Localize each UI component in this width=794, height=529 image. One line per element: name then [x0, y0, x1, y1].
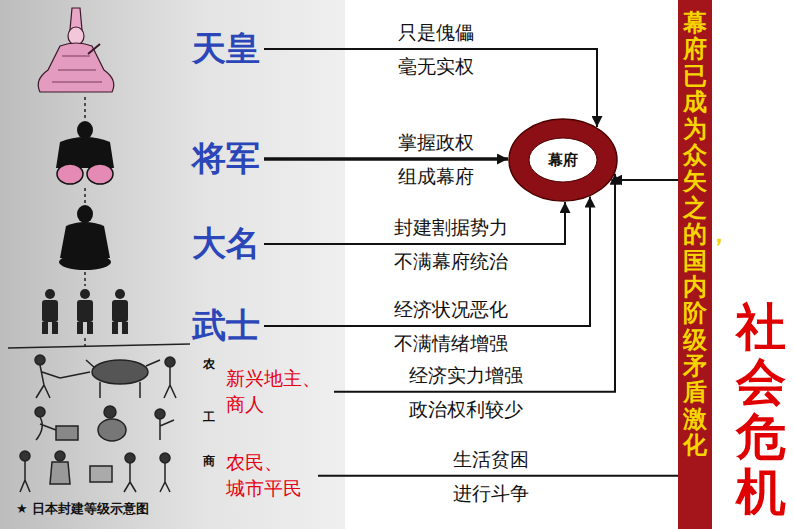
emperor-figure: [38, 8, 114, 92]
node-text: 幕府: [548, 151, 578, 170]
ellipse-ring: [509, 119, 617, 201]
edge-label: 经济实力增强 政治权利较少: [409, 358, 531, 426]
class-label: 大名: [192, 221, 260, 267]
connector-arrow: [264, 157, 508, 161]
node-text: 新兴地主、商人: [226, 366, 330, 417]
class-label: 新兴地主、商人: [226, 366, 330, 417]
node-text: 天皇: [192, 26, 260, 72]
class-label: 将军: [192, 136, 260, 182]
connector-arrow: [611, 179, 678, 181]
daimyo-figure: [59, 205, 111, 270]
edge-label: 经济状况恶化 不满情绪增强: [394, 292, 516, 360]
edge-label: 生活贫困 进行斗争: [453, 442, 537, 510]
class-initial: 工: [203, 409, 215, 426]
farmer-scene: [8, 344, 190, 398]
illustration-panel: [0, 0, 345, 529]
craftsman-scene: [35, 406, 174, 441]
connector-arrow: [334, 174, 615, 392]
conclusion-band: 幕府已成为众矢之的，国内阶级矛盾激化: [678, 0, 712, 529]
class-initial: 商: [203, 453, 215, 470]
class-label: 武士: [192, 303, 260, 349]
shogunate-ellipse: 幕府: [508, 118, 618, 202]
illustration-caption: ★ 日本封建等级示意图: [16, 500, 149, 518]
node-text: 武士: [192, 303, 260, 349]
class-label: 农民、城市平民: [226, 450, 314, 501]
edge-label: 封建割据势力 不满幕府统治: [394, 210, 516, 278]
samurai-figures: [42, 289, 128, 334]
vertical-text: 幕府已成为众矢之的，国内阶级矛盾激化: [683, 10, 707, 529]
edge-label: 只是傀儡 毫无实权: [398, 15, 482, 83]
edge-label: 掌握政权 组成幕府: [398, 125, 482, 193]
connector-arrow: [318, 475, 678, 477]
vertical-heading: 社会危机: [736, 300, 786, 520]
class-initial: 农: [203, 356, 215, 373]
node-text: 农民、城市平民: [226, 450, 314, 501]
class-label: 天皇: [192, 26, 260, 72]
ellipse-core: [529, 138, 597, 182]
node-text: 大名: [192, 221, 260, 267]
node-text: 将军: [192, 136, 260, 182]
shogun-figure: [56, 121, 114, 184]
merchant-scene: [20, 451, 170, 492]
